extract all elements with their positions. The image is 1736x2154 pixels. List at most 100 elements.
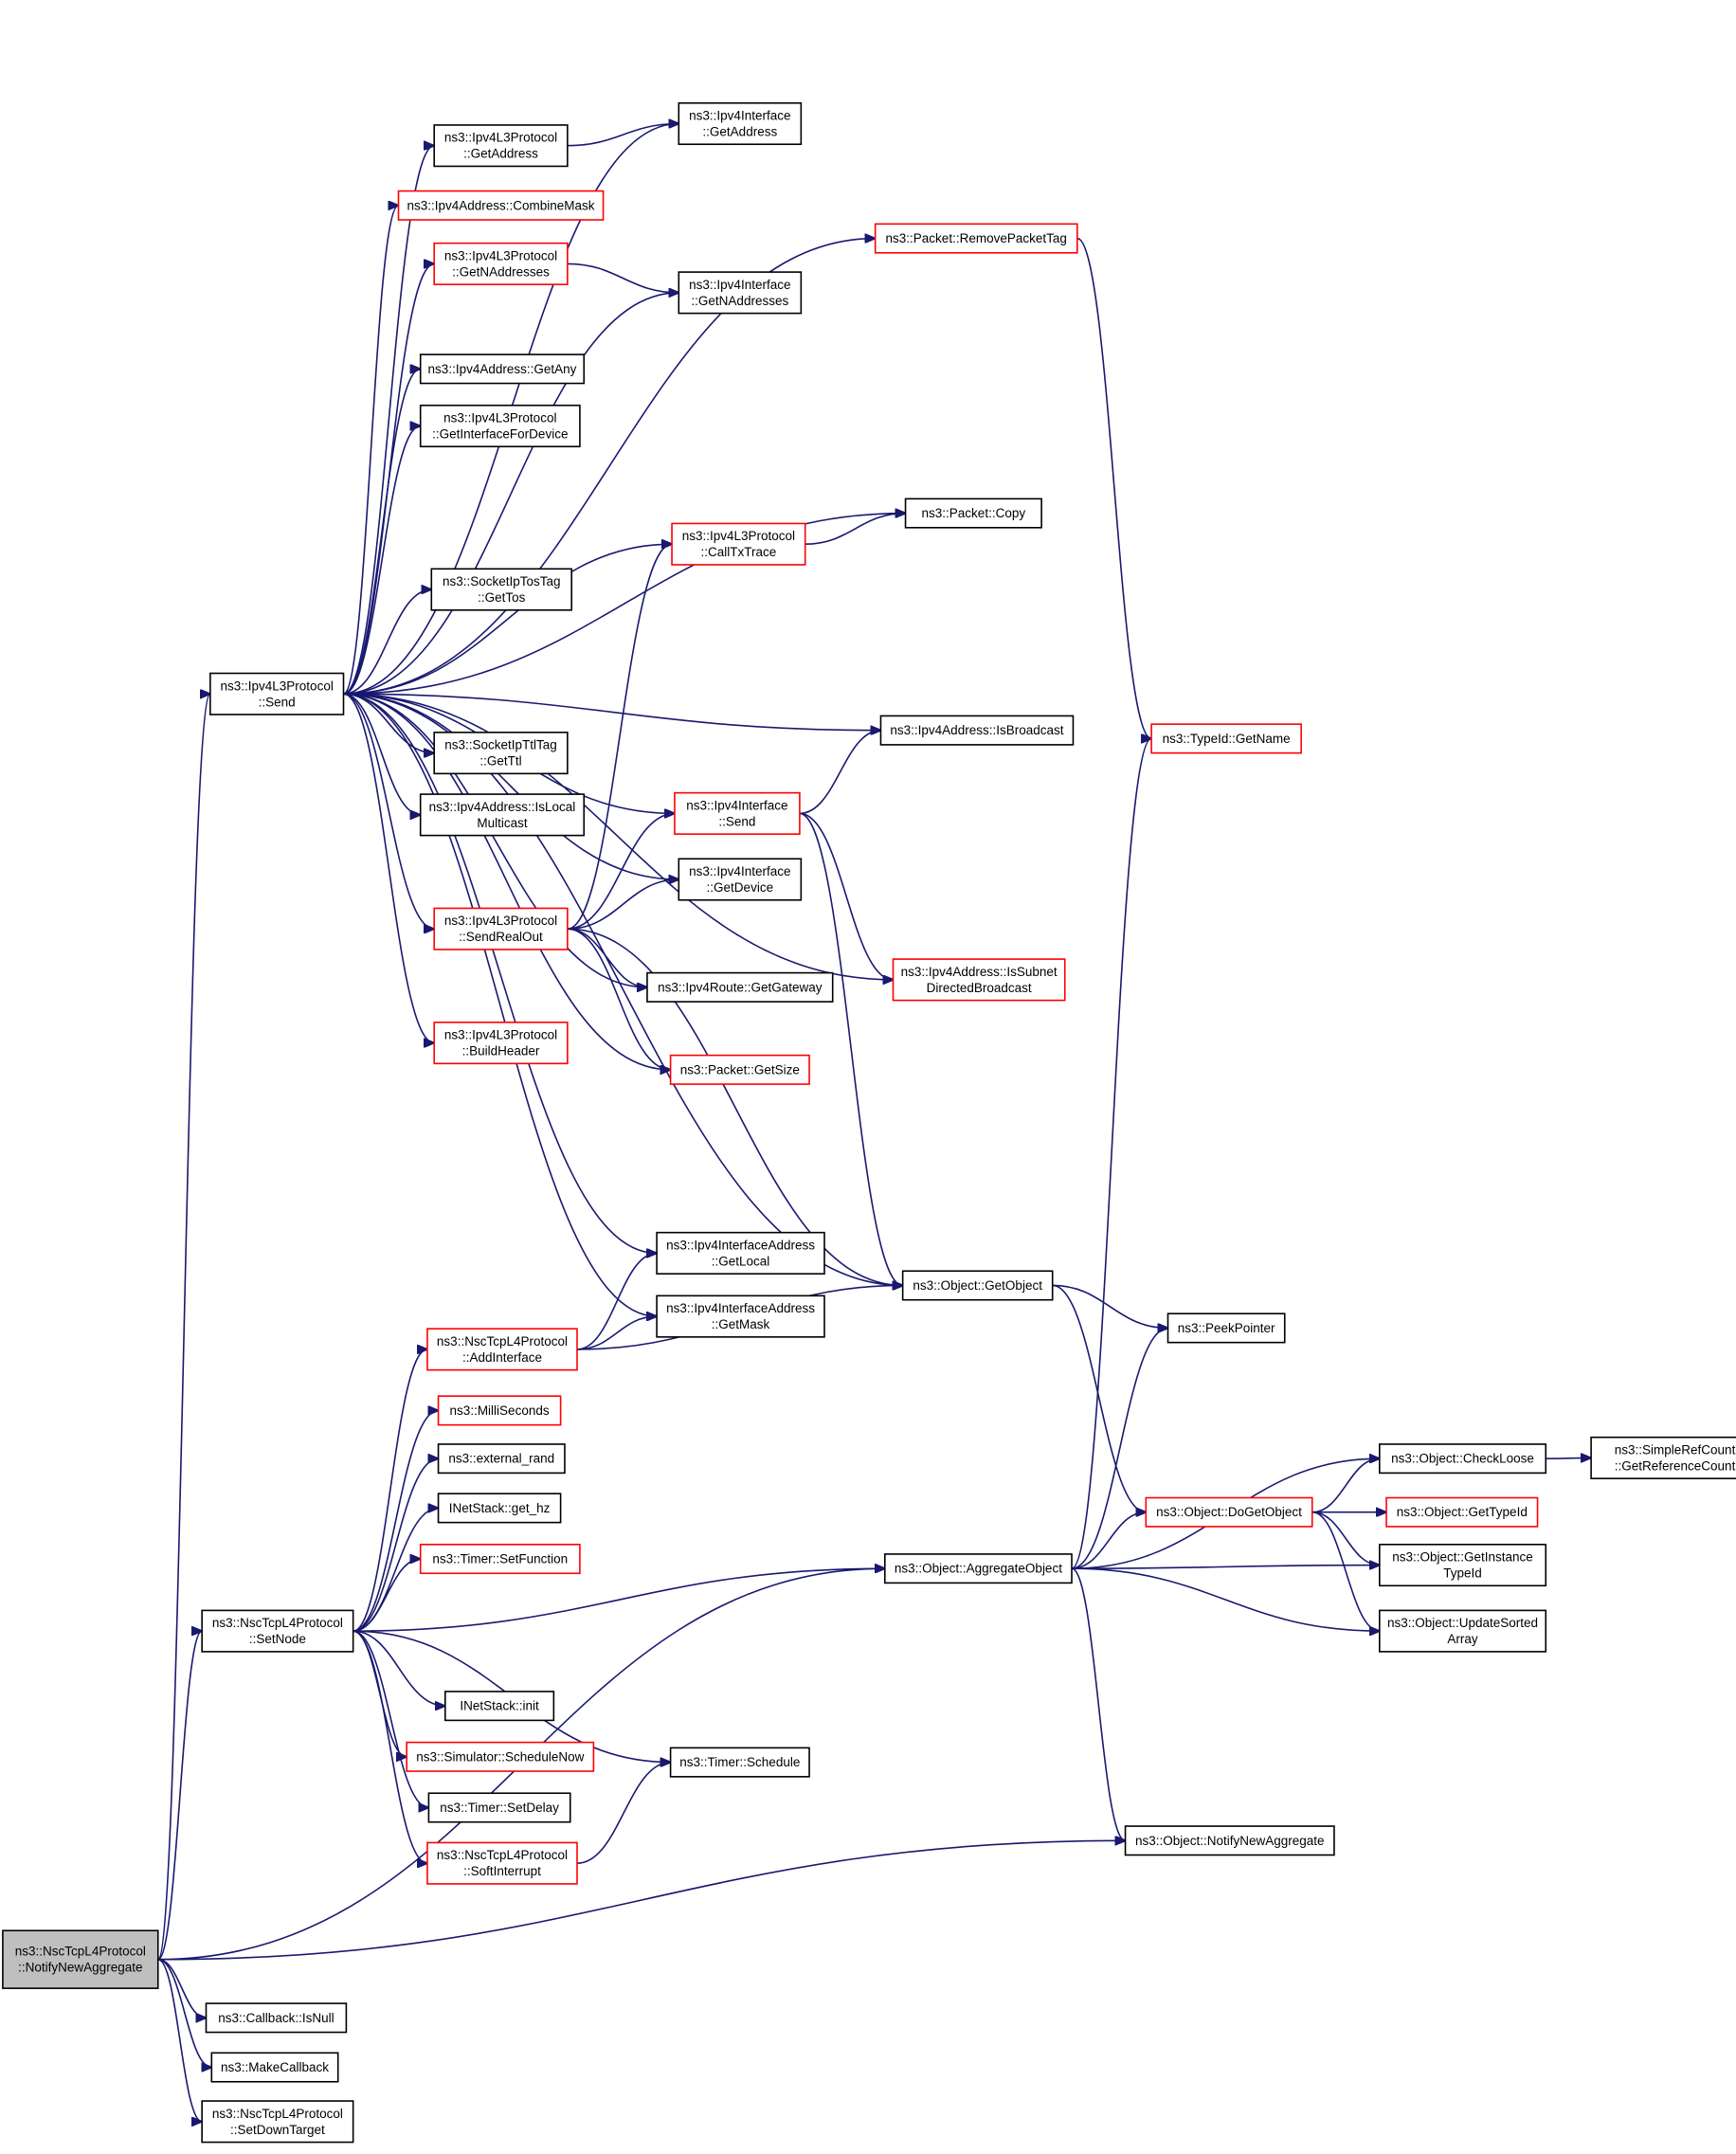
- node-box: [1150, 723, 1302, 754]
- node-route-getgateway[interactable]: ns3::Ipv4Route::GetGateway: [646, 971, 834, 1003]
- node-l3-sendrealout[interactable]: ns3::Ipv4L3Protocol::SendRealOut: [433, 907, 569, 950]
- node-box: [427, 1792, 571, 1823]
- node-label: ns3::Object::CheckLoose: [1391, 1452, 1534, 1466]
- edge-ipv4l3-send-to-pkt-getsize: [343, 693, 671, 1070]
- node-label: ::GetNAddresses: [452, 264, 550, 279]
- node-box: [430, 568, 572, 611]
- edge-nsc-setnode-to-external-rand: [353, 1458, 439, 1632]
- node-label: ns3::Ipv4L3Protocol: [682, 529, 795, 543]
- node-pkt-copy[interactable]: ns3::Packet::Copy: [904, 498, 1042, 529]
- node-label: ::GetMask: [712, 1317, 770, 1331]
- node-if-getnaddresses[interactable]: ns3::Ipv4Interface::GetNAddresses: [678, 271, 803, 315]
- node-label: ns3::Ipv4Address::GetAny: [428, 362, 577, 376]
- node-nsc-setnode[interactable]: ns3::NscTcpL4Protocol::SetNode: [201, 1609, 354, 1653]
- node-obj-aggregateobject[interactable]: ns3::Object::AggregateObject: [883, 1553, 1073, 1584]
- node-label: ns3::Object::GetTypeId: [1397, 1505, 1528, 1519]
- node-makecallback[interactable]: ns3::MakeCallback: [210, 2052, 339, 2083]
- node-peekpointer[interactable]: ns3::PeekPointer: [1166, 1312, 1286, 1344]
- node-nsc-setdowntarget[interactable]: ns3::NscTcpL4Protocol::SetDownTarget: [201, 2100, 354, 2144]
- node-label: DirectedBroadcast: [927, 981, 1032, 995]
- node-if-getaddress[interactable]: ns3::Ipv4Interface::GetAddress: [678, 101, 803, 146]
- node-label: ns3::Ipv4Interface: [689, 109, 790, 123]
- edge-ipv4l3-send-to-l3-sendrealout: [343, 693, 435, 929]
- node-obj-gettypeid[interactable]: ns3::Object::GetTypeId: [1385, 1496, 1539, 1528]
- node-box: [443, 1691, 555, 1722]
- node-external-rand[interactable]: ns3::external_rand: [437, 1443, 566, 1475]
- node-box: [433, 242, 569, 285]
- node-label: ns3::Object::NotifyNewAggregate: [1135, 1834, 1325, 1848]
- node-ipv4l3-send[interactable]: ns3::Ipv4L3Protocol::Send: [209, 672, 345, 715]
- node-inet-init[interactable]: INetStack::init: [443, 1691, 555, 1722]
- edge-obj-checkloose-to-simplerefcount: [1546, 1457, 1591, 1458]
- node-label: ns3::Object::AggregateObject: [895, 1562, 1062, 1576]
- node-label: ns3::Ipv4L3Protocol: [444, 914, 557, 928]
- node-box: [669, 1747, 810, 1778]
- node-box: [678, 858, 803, 901]
- node-nsc-softinterrupt[interactable]: ns3::NscTcpL4Protocol::SoftInterrupt: [426, 1841, 578, 1885]
- node-pkt-getsize[interactable]: ns3::Packet::GetSize: [669, 1054, 810, 1085]
- node-l3-buildheader[interactable]: ns3::Ipv4L3Protocol::BuildHeader: [433, 1022, 569, 1065]
- node-addr-isbroadcast[interactable]: ns3::Ipv4Address::IsBroadcast: [879, 715, 1075, 746]
- node-label: ::GetTtl: [479, 754, 521, 769]
- node-l3-getaddress[interactable]: ns3::Ipv4L3Protocol::GetAddress: [433, 124, 569, 168]
- node-inet-get-hz[interactable]: INetStack::get_hz: [437, 1493, 562, 1524]
- node-timer-schedule[interactable]: ns3::Timer::Schedule: [669, 1747, 810, 1778]
- node-sim-schedulenow[interactable]: ns3::Simulator::ScheduleNow: [406, 1741, 595, 1772]
- node-timer-setfunction[interactable]: ns3::Timer::SetFunction: [419, 1544, 581, 1575]
- node-label: ::CallTxTrace: [700, 545, 776, 559]
- node-label: ns3::Object::DoGetObject: [1156, 1505, 1302, 1519]
- node-if-send[interactable]: ns3::Ipv4Interface::Send: [674, 791, 801, 835]
- node-milliseconds[interactable]: ns3::MilliSeconds: [437, 1395, 562, 1426]
- node-box: [437, 1493, 562, 1524]
- edge-nsc-setnode-to-nsc-softinterrupt: [353, 1630, 427, 1863]
- edge-ipv4l3-send-to-pkt-removepackettag: [343, 239, 876, 696]
- edge-l3-sendrealout-to-if-getdevice: [567, 879, 678, 930]
- node-box: [892, 958, 1066, 1002]
- node-addr-issubnetdirected[interactable]: ns3::Ipv4Address::IsSubnetDirectedBroadc…: [892, 958, 1066, 1002]
- node-obj-dogetobject[interactable]: ns3::Object::DoGetObject: [1145, 1496, 1313, 1528]
- node-ifaddr-getmask[interactable]: ns3::Ipv4InterfaceAddress::GetMask: [656, 1294, 825, 1338]
- node-box: [1145, 1496, 1313, 1528]
- node-l3-calltxtrace[interactable]: ns3::Ipv4L3Protocol::CallTxTrace: [671, 522, 806, 566]
- node-label: ns3::Packet::Copy: [922, 506, 1026, 520]
- node-label: ::AddInterface: [462, 1350, 542, 1365]
- edge-obj-aggregateobject-to-obj-updatesortedarray: [1071, 1567, 1380, 1631]
- node-ifaddr-getlocal[interactable]: ns3::Ipv4InterfaceAddress::GetLocal: [656, 1231, 825, 1275]
- node-l3-getiffordevice[interactable]: ns3::Ipv4L3Protocol::GetInterfaceForDevi…: [419, 404, 581, 448]
- node-simplerefcount[interactable]: ns3::SimpleRefCount::GetReferenceCount: [1590, 1436, 1736, 1479]
- node-addr-combinemask[interactable]: ns3::Ipv4Address::CombineMask: [397, 190, 605, 221]
- node-pkt-removepackettag[interactable]: ns3::Packet::RemovePacketTag: [874, 223, 1078, 254]
- node-box: [209, 672, 345, 715]
- node-obj-getobject[interactable]: ns3::Object::GetObject: [901, 1270, 1054, 1301]
- edge-ipv4l3-send-to-ifaddr-getlocal: [343, 693, 658, 1253]
- node-label: ::SendRealOut: [459, 930, 543, 944]
- node-nsc-addinterface[interactable]: ns3::NscTcpL4Protocol::AddInterface: [426, 1328, 578, 1371]
- node-label: ns3::Callback::IsNull: [218, 2011, 334, 2025]
- node-box: [901, 1270, 1054, 1301]
- node-label: ns3::Ipv4Address::IsBroadcast: [890, 723, 1063, 737]
- node-root[interactable]: ns3::NscTcpL4Protocol::NotifyNewAggregat…: [2, 1929, 159, 1989]
- edge-nsc-setnode-to-nsc-addinterface: [353, 1349, 427, 1632]
- node-ttltag-getttl[interactable]: ns3::SocketIpTtlTag::GetTtl: [433, 732, 569, 775]
- node-obj-notifynewaggregate[interactable]: ns3::Object::NotifyNewAggregate: [1124, 1825, 1335, 1856]
- node-addr-getany[interactable]: ns3::Ipv4Address::GetAny: [419, 353, 586, 385]
- node-if-getdevice[interactable]: ns3::Ipv4Interface::GetDevice: [678, 858, 803, 901]
- node-typeid-getname[interactable]: ns3::TypeId::GetName: [1150, 723, 1302, 754]
- node-label: ns3::Timer::SetFunction: [432, 1552, 568, 1566]
- node-box: [656, 1294, 825, 1338]
- node-tostag-gettos[interactable]: ns3::SocketIpTosTag::GetTos: [430, 568, 572, 611]
- node-label: ns3::PeekPointer: [1178, 1321, 1275, 1335]
- edge-obj-getobject-to-obj-dogetobject: [1052, 1284, 1147, 1511]
- edge-ipv4l3-send-to-if-getnaddresses: [343, 293, 679, 696]
- node-obj-checkloose[interactable]: ns3::Object::CheckLoose: [1379, 1443, 1547, 1475]
- node-timer-setdelay[interactable]: ns3::Timer::SetDelay: [427, 1792, 571, 1823]
- node-l3-getnaddresses[interactable]: ns3::Ipv4L3Protocol::GetNAddresses: [433, 242, 569, 285]
- edge-nsc-addinterface-to-ifaddr-getmask: [576, 1316, 657, 1350]
- node-cb-isnull[interactable]: ns3::Callback::IsNull: [205, 2002, 348, 2034]
- edge-nsc-setnode-to-inet-init: [353, 1630, 445, 1706]
- node-box: [678, 271, 803, 315]
